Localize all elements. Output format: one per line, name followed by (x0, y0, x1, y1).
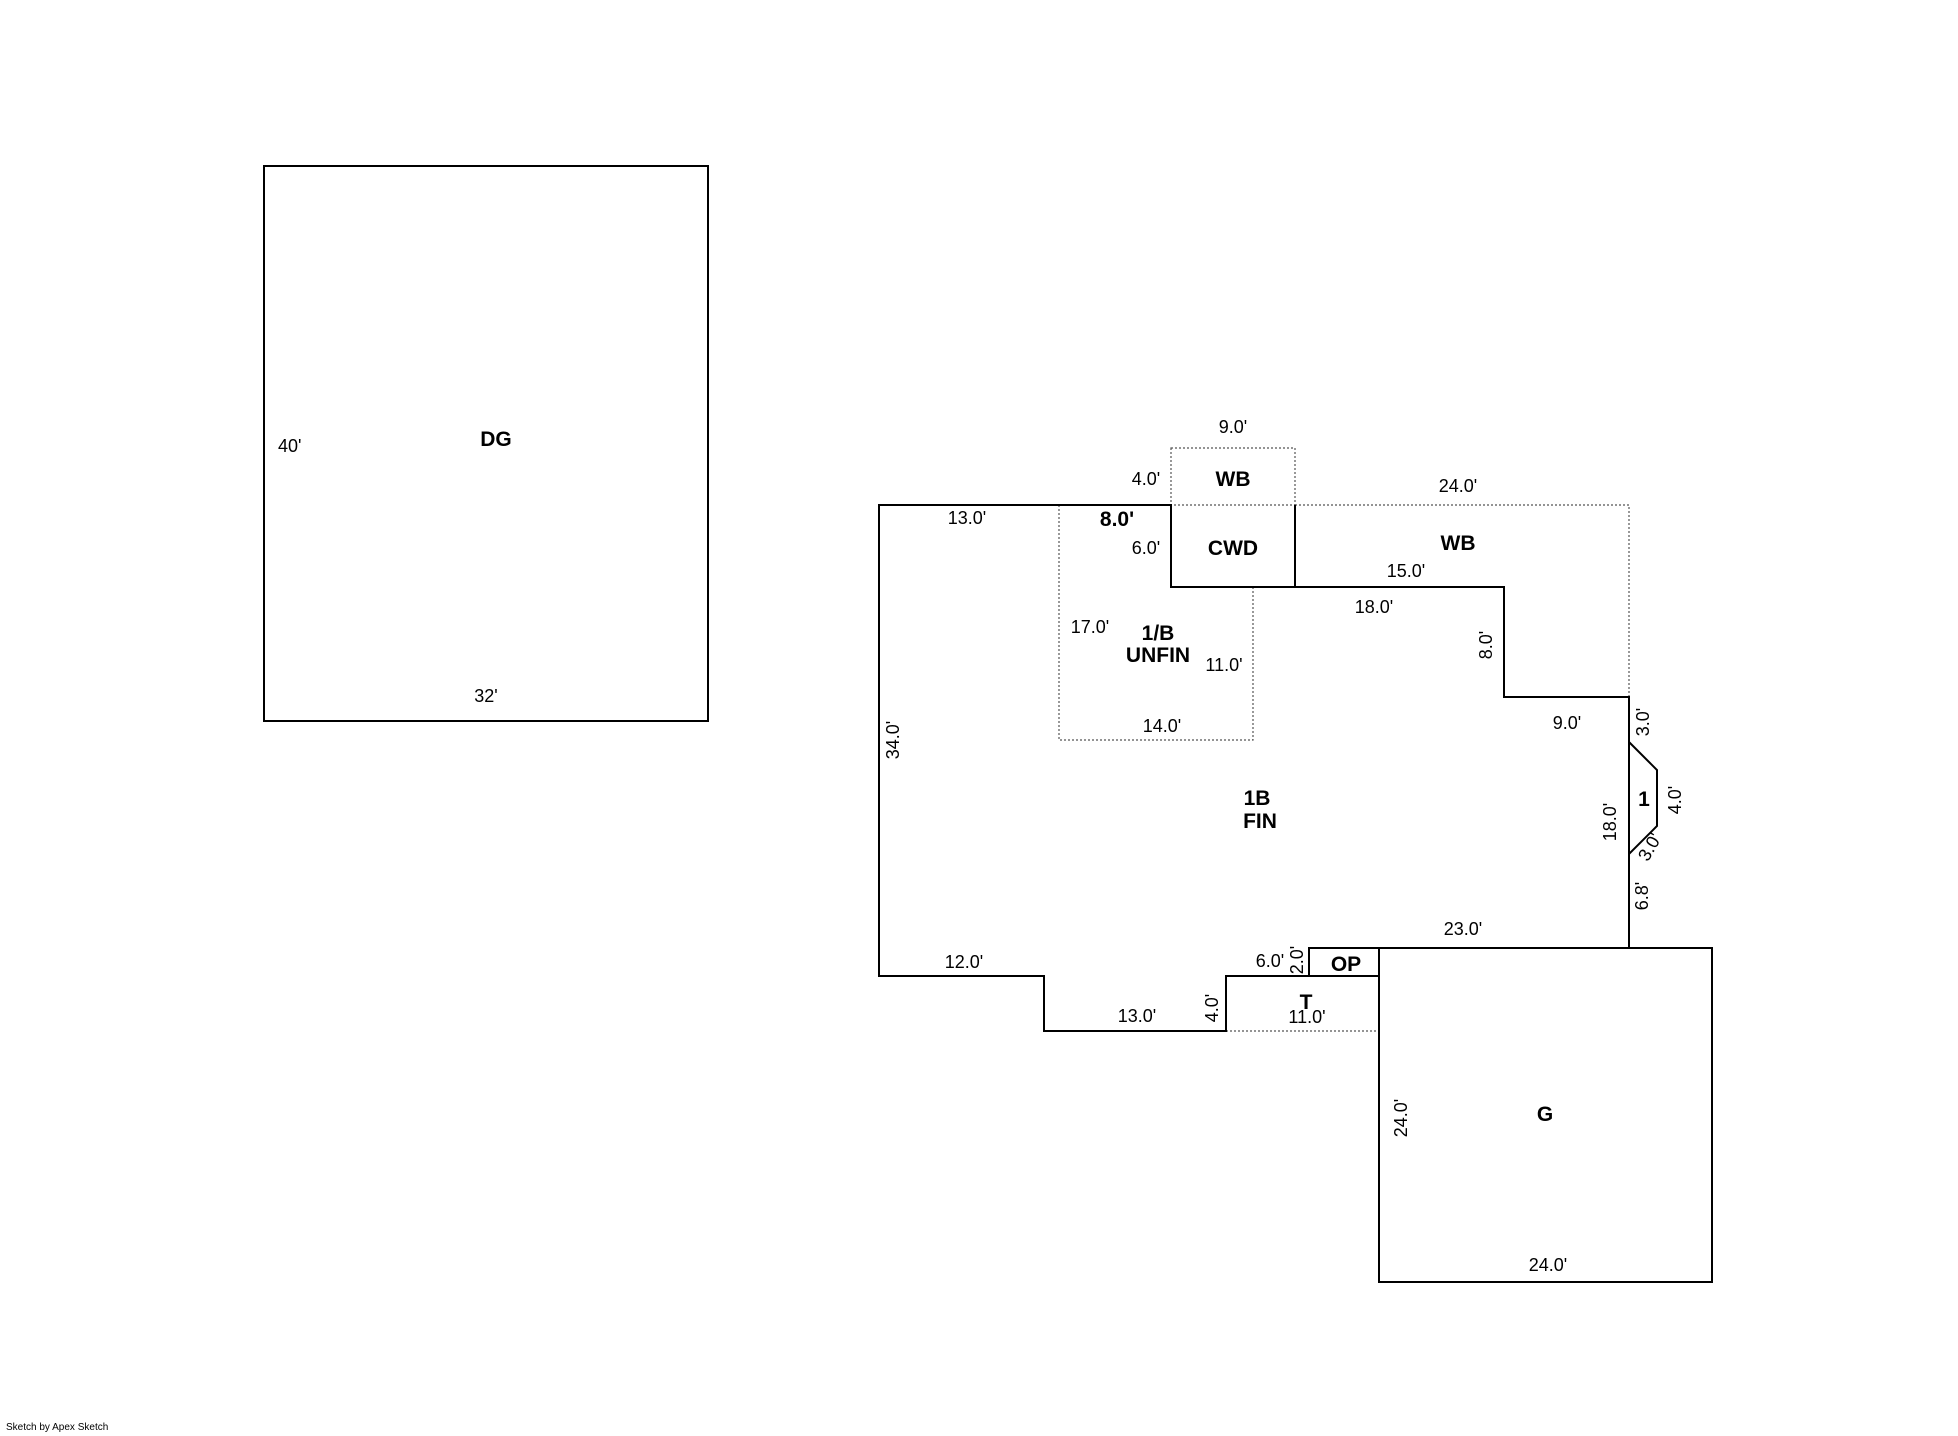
wb-top-label: WB (1216, 468, 1251, 491)
bay-dim-bottom: 3.0' (1634, 830, 1666, 865)
detached-garage-label: DG (480, 428, 512, 451)
garage-label: G (1537, 1103, 1553, 1126)
unfin-label-line1: 1/B (1142, 622, 1175, 645)
terrace-label: T (1300, 991, 1313, 1014)
cwd-dim-left: 6.0' (1132, 538, 1160, 558)
main-dim-step-right-top: 18.0' (1355, 597, 1393, 617)
main-dim-top-bold: 8.0' (1100, 508, 1134, 531)
main-dim-right-side: 18.0' (1600, 803, 1620, 841)
main-dim-right-lower: 6.8' (1632, 882, 1652, 910)
detached-garage-dim-side: 40' (278, 436, 301, 456)
main-dim-right-top: 9.0' (1553, 713, 1581, 733)
bay-dim-top: 3.0' (1633, 708, 1653, 736)
main-dim-left: 34.0' (883, 721, 903, 759)
bay-dim-right: 4.0' (1665, 786, 1685, 814)
main-dim-step-top: 15.0' (1387, 561, 1425, 581)
detached-garage-dim-bottom: 32' (474, 686, 497, 706)
garage-dim-bottom: 24.0' (1529, 1255, 1567, 1275)
unfin-dim-right: 11.0' (1205, 655, 1242, 675)
bay-window-outline (1628, 739, 1658, 857)
wb-top-outline (1170, 447, 1296, 506)
sketch-credit: Sketch by Apex Sketch (6, 1422, 108, 1433)
wb-right-outline (1295, 504, 1630, 697)
main-house-outline (878, 504, 1630, 1032)
main-dim-bottom-step: 4.0' (1202, 994, 1222, 1022)
unfin-dim-left: 17.0' (1071, 617, 1109, 637)
unfin-label-line2: UNFIN (1126, 644, 1190, 667)
bay-label: 1 (1638, 788, 1650, 811)
main-dim-bottom-left: 12.0' (945, 952, 983, 972)
main-dim-step-vertical: 8.0' (1476, 631, 1496, 659)
main-label-line2: FIN (1243, 810, 1277, 833)
unfin-dim-bottom: 14.0' (1143, 716, 1181, 736)
garage-outline (1378, 947, 1713, 1283)
op-label: OP (1331, 953, 1361, 976)
main-dim-bottom-mid: 13.0' (1118, 1006, 1156, 1026)
wb-right-label: WB (1441, 532, 1476, 555)
garage-dim-side: 24.0' (1391, 1099, 1411, 1137)
wb-top-dim-side: 4.0' (1132, 469, 1160, 489)
wb-top-dim-top: 9.0' (1219, 417, 1247, 437)
wb-right-dim-top: 24.0' (1439, 476, 1477, 496)
detached-garage-outline (263, 165, 709, 722)
cwd-label: CWD (1208, 537, 1258, 560)
unfin-outline (1058, 505, 1254, 741)
main-dim-garage-top: 23.0' (1444, 919, 1482, 939)
main-label-line1: 1B (1244, 787, 1271, 810)
main-dim-op-side: 2.0' (1287, 946, 1307, 974)
terrace-dim: 11.0' (1288, 1007, 1325, 1027)
main-dim-top-left: 13.0' (948, 508, 986, 528)
main-dim-op-left: 6.0' (1256, 951, 1284, 971)
